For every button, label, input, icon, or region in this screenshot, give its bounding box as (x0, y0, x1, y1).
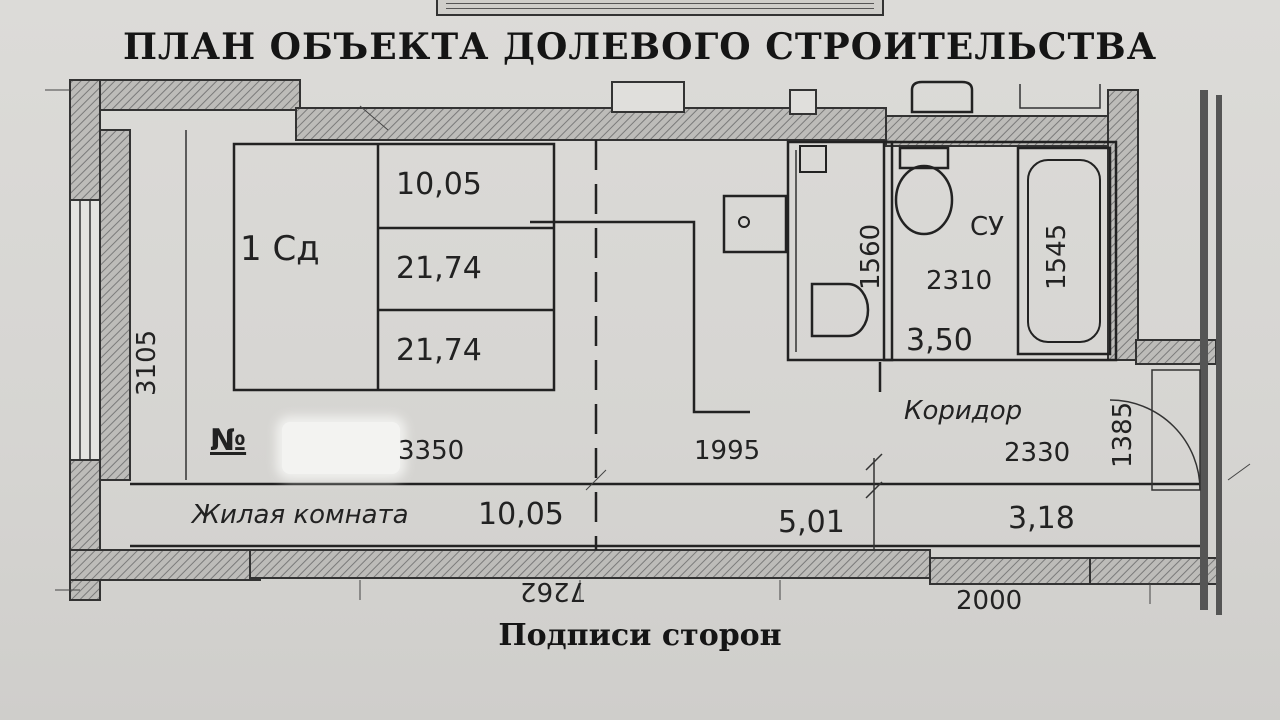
area-value-3: 21,74 (396, 333, 482, 368)
bathroom-area: 3,50 (906, 323, 973, 358)
area-value-1: 10,05 (396, 167, 482, 202)
interior-partitions (130, 130, 1200, 550)
corridor-door (865, 369, 1201, 550)
area-value-2: 21,74 (396, 251, 482, 286)
living-room-area: 10,05 (478, 497, 564, 532)
redacted-number (282, 422, 400, 474)
bottom-left-dimension: 7262 (520, 576, 587, 606)
top-fixtures (611, 80, 1101, 115)
kitchen-sink (722, 194, 788, 254)
signatures-heading: Подписи сторон (498, 618, 782, 653)
kitchen-width-dimension: 1995 (694, 436, 761, 466)
apartment-label: 1 Сд (240, 229, 320, 269)
corridor-size: 2330 (1004, 438, 1071, 468)
bottom-right-dimension: 2000 (956, 586, 1023, 616)
left-height-dimension: 3105 (132, 329, 162, 396)
bathroom-size: 2310 (926, 266, 993, 296)
living-width-dimension: 3350 (398, 436, 465, 466)
bath-dimension: 1545 (1042, 223, 1072, 290)
corridor-area: 3,18 (1008, 501, 1075, 536)
bathroom (786, 140, 1118, 392)
sink-area-dimension: 1560 (856, 223, 886, 290)
bathroom-label: СУ (970, 212, 1004, 242)
left-window (69, 199, 101, 461)
number-sign: № (210, 423, 247, 458)
kitchen-area: 5,01 (778, 505, 845, 540)
stamp-frame (436, 0, 884, 16)
dimension-marks (45, 89, 1251, 604)
page-title: ПЛАН ОБЪЕКТА ДОЛЕВОГО СТРОИТЕЛЬСТВА (122, 26, 1158, 68)
corridor-height-dimension: 1385 (1108, 401, 1138, 468)
living-room-label: Жилая комната (192, 500, 409, 530)
apartment-summary-table (232, 142, 556, 392)
corridor-label: Коридор (904, 396, 1023, 426)
